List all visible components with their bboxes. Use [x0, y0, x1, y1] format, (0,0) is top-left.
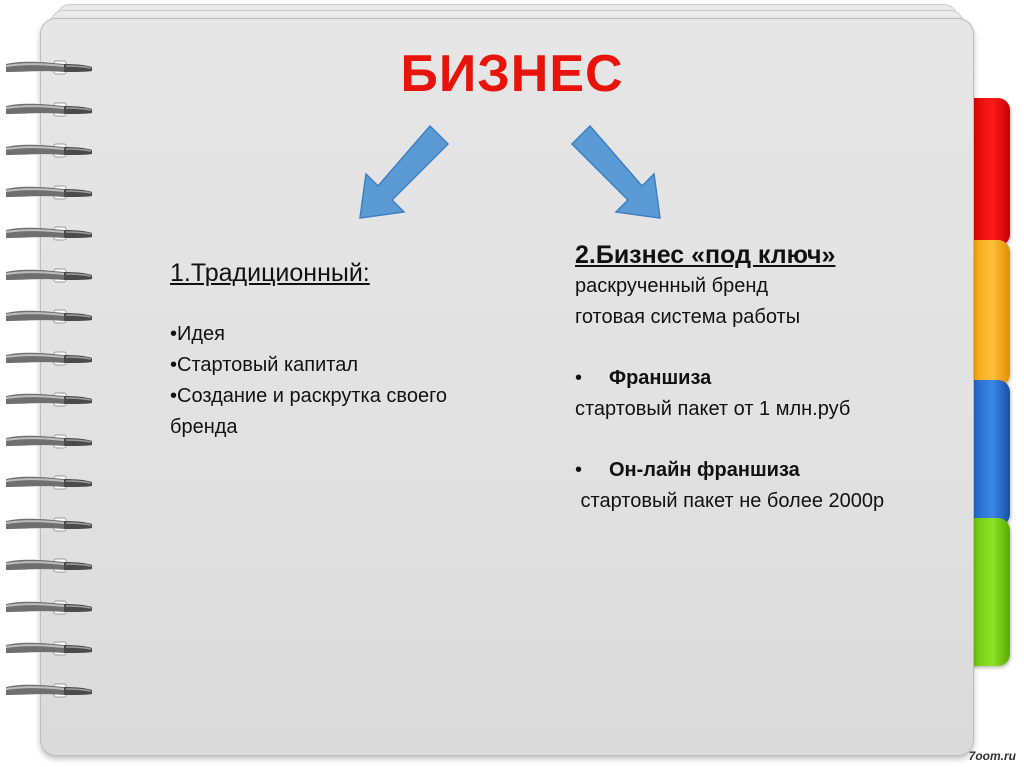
online-franchise-text: стартовый пакет не более 2000р: [575, 490, 885, 513]
spiral-binding: [0, 58, 100, 708]
franchise-item: • Франшиза: [575, 363, 975, 394]
list-item: •Создание и раскрутка своего: [170, 385, 448, 408]
spiral-coil: [5, 351, 92, 365]
spiral-coil: [5, 475, 92, 490]
list-item: •Стартовый капитал: [170, 354, 359, 377]
online-franchise-item: • Он-лайн франшиза: [575, 455, 975, 486]
arrow-down-left-icon: [359, 124, 450, 219]
bullet: •: [575, 367, 583, 390]
list-item: •Идея: [170, 323, 225, 346]
list-item: бренда: [170, 416, 238, 439]
spiral-coil: [5, 434, 92, 448]
spiral-coil: [5, 517, 92, 531]
feature-line: готовая система работы: [575, 306, 801, 329]
spiral-coil: [5, 185, 92, 199]
turnkey-heading: 2.Бизнес «под ключ»: [575, 241, 836, 269]
traditional-business-column: 1.Традиционный: •Идея •Стартовый капитал…: [170, 258, 530, 443]
traditional-heading: 1.Традиционный:: [170, 259, 370, 287]
spiral-coil: [5, 102, 92, 116]
spiral-coil: [5, 60, 92, 75]
slide-title: БИЗНЕС: [400, 45, 624, 103]
feature-line: раскрученный бренд: [575, 275, 769, 298]
spiral-coil: [5, 641, 92, 656]
arrow-down-right-icon: [570, 124, 661, 219]
bullet: •: [575, 459, 583, 482]
spiral-coil: [5, 268, 92, 282]
notebook-page: [40, 18, 974, 756]
spiral-coil: [5, 600, 92, 614]
spiral-coil: [5, 309, 92, 324]
spiral-coil: [5, 226, 92, 241]
spiral-coil: [5, 683, 92, 697]
franchise-label: Франшиза: [609, 367, 712, 390]
franchise-text: стартовый пакет от 1 млн.руб: [575, 398, 851, 421]
spiral-coil: [5, 558, 92, 573]
online-franchise-label: Он-лайн франшиза: [609, 459, 800, 482]
spiral-coil: [5, 392, 92, 407]
watermark: 7oom.ru: [968, 749, 1016, 763]
spiral-coil: [5, 143, 92, 158]
turnkey-business-column: 2.Бизнес «под ключ» раскрученный бренд г…: [575, 240, 975, 517]
